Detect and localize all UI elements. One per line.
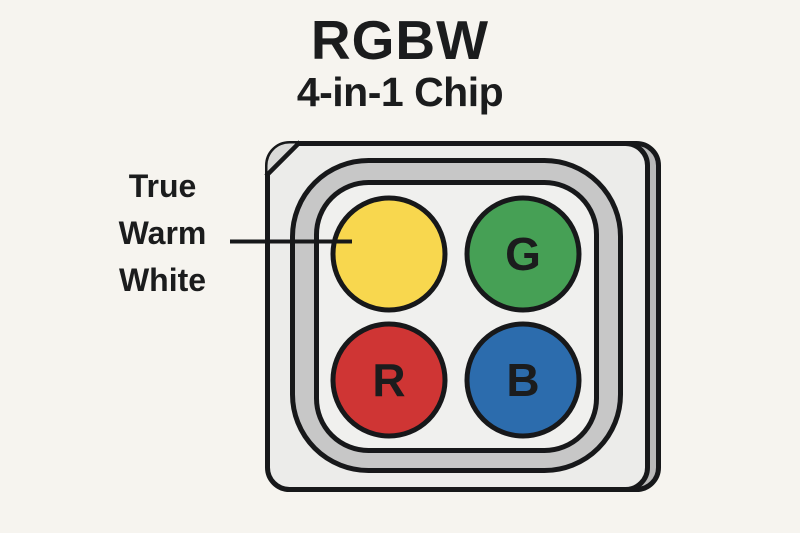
callout-line-1: True bbox=[128, 168, 197, 204]
title-block: RGBW 4-in-1 Chip bbox=[0, 10, 800, 114]
callout-line-2: Warm bbox=[118, 215, 207, 251]
callout-line-3: White bbox=[118, 262, 207, 298]
page-title: RGBW bbox=[310, 9, 490, 71]
green-led-letter: G bbox=[505, 228, 541, 280]
green-led bbox=[464, 195, 582, 313]
warm-white-led bbox=[330, 195, 448, 313]
red-led bbox=[330, 321, 448, 439]
blue-led-letter: B bbox=[506, 354, 539, 406]
blue-led bbox=[464, 321, 582, 439]
corner-notch-line bbox=[264, 140, 302, 178]
chip-illustration: G R B bbox=[230, 140, 661, 492]
warm-white-callout: True Warm White bbox=[60, 163, 265, 304]
red-led-letter: R bbox=[372, 354, 405, 406]
page-subtitle: 4-in-1 Chip bbox=[296, 69, 504, 115]
